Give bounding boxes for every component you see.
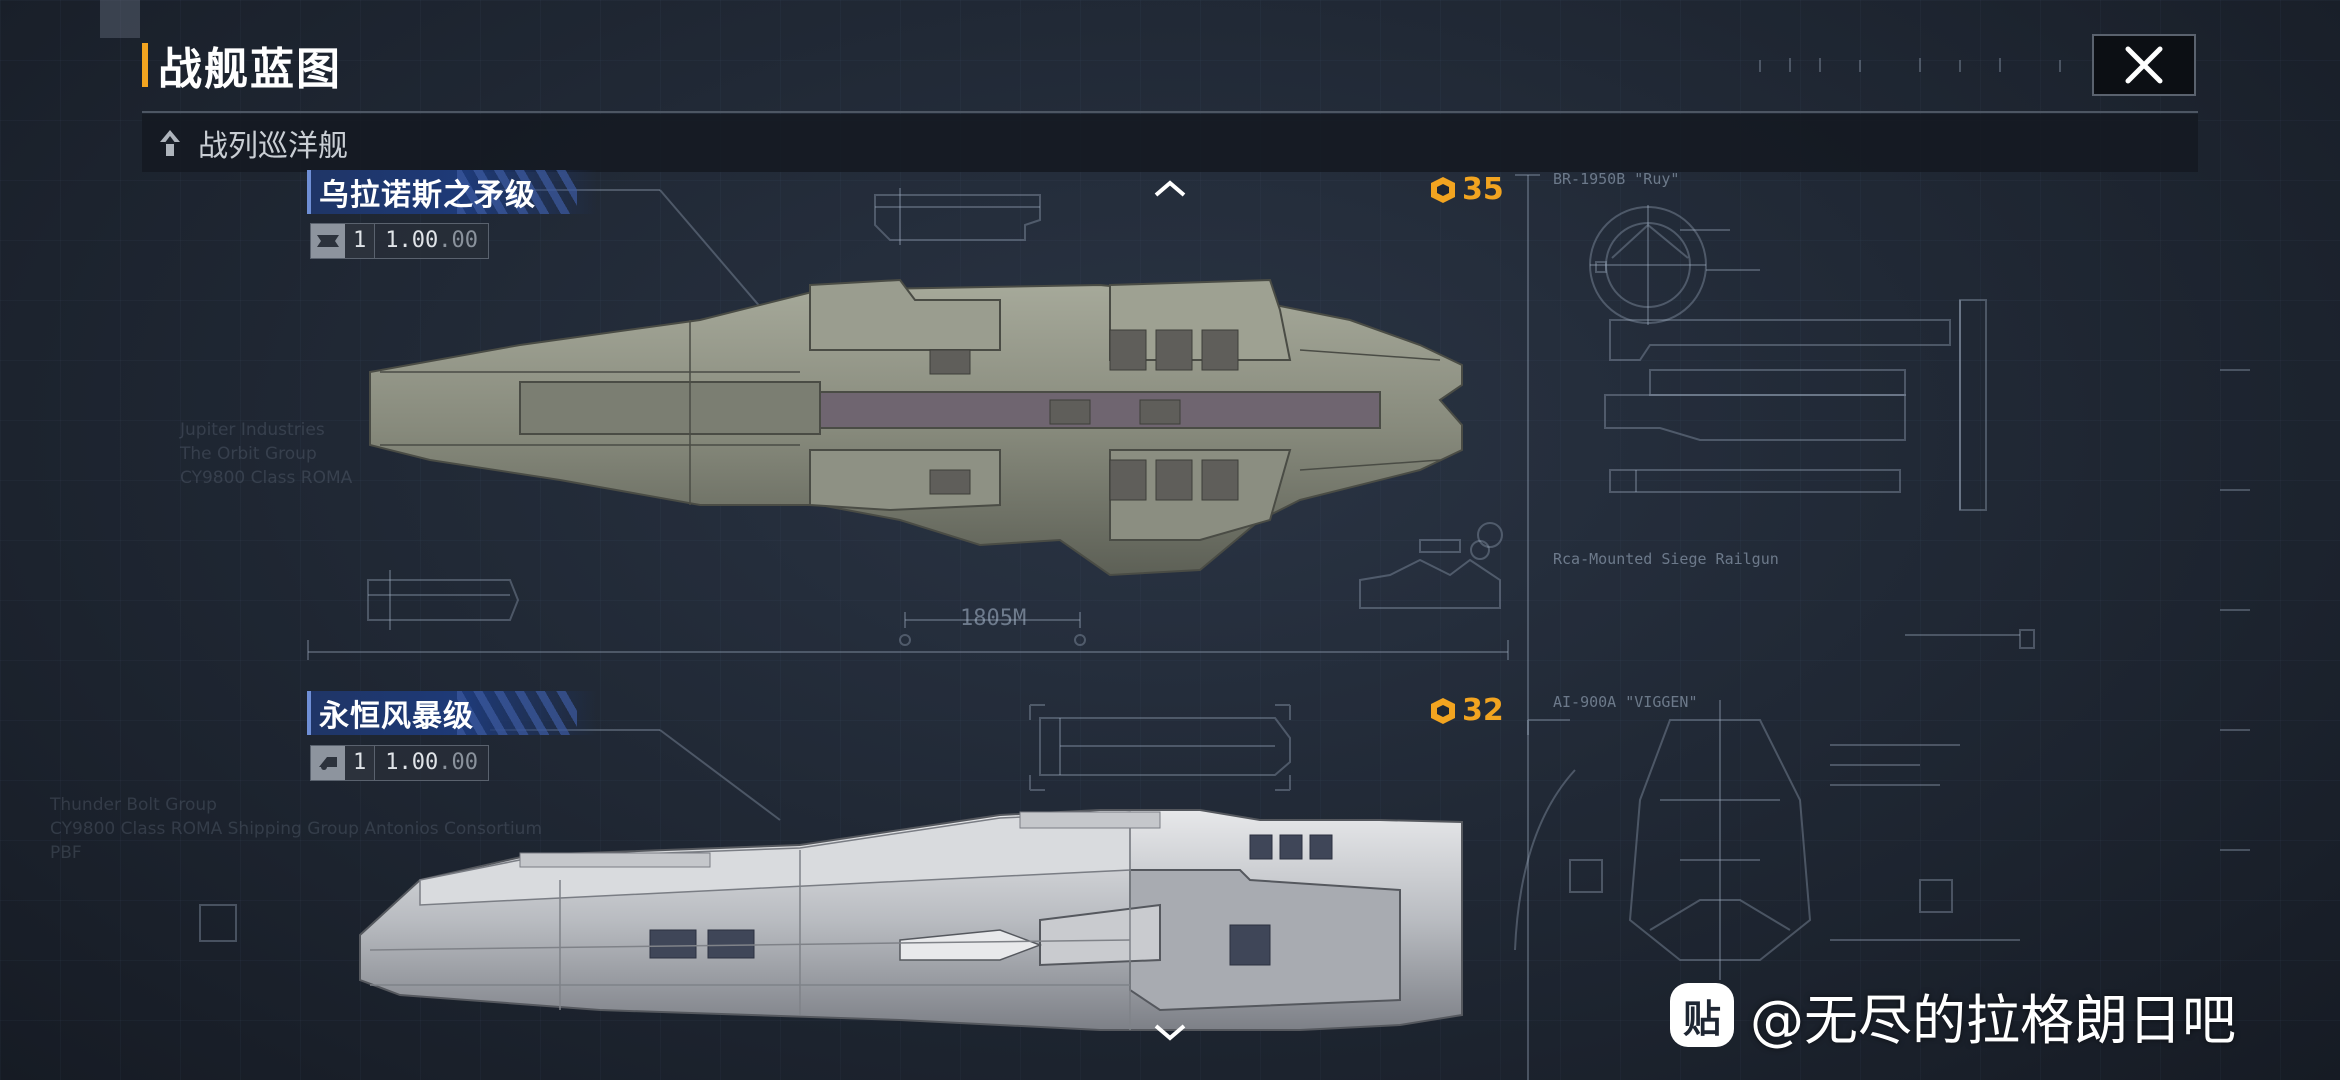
ship1-ratio: 1.00.00	[385, 228, 478, 253]
category-bar[interactable]: 战列巡洋舰	[142, 114, 2198, 172]
ship1-blueprint-code: BR-1950B "Ruy"	[1553, 170, 1680, 188]
resource-crate-icon	[1431, 176, 1455, 203]
ship1-level: 1	[345, 224, 376, 258]
ship-class-icon	[311, 224, 345, 258]
resource-crate-icon	[1431, 697, 1455, 724]
page-header: 战舰蓝图	[142, 40, 342, 95]
ship2-level: 1	[345, 746, 376, 780]
tieba-logo-icon: 贴	[1670, 983, 1734, 1047]
ship2-name-banner: 永恒风暴级	[307, 691, 607, 735]
ship-class-icon	[311, 746, 345, 780]
ship2-ratio: 1.00.00	[385, 750, 478, 775]
scroll-up-button[interactable]	[1150, 176, 1190, 200]
arrow-up-chevron-icon	[156, 127, 184, 159]
tieba-watermark: 贴 @无尽的拉格朗日吧	[1670, 983, 2236, 1052]
ship2-cost-value: 32	[1462, 693, 1504, 728]
chevron-up-icon	[1154, 180, 1186, 197]
ship1-cost-value: 35	[1462, 172, 1504, 207]
ship1-name-banner: 乌拉诺斯之矛级	[307, 170, 607, 214]
ship2-blueprint-code: AI-900A "VIGGEN"	[1553, 693, 1698, 711]
close-icon	[2125, 46, 2163, 84]
scroll-down-button[interactable]	[1150, 1020, 1190, 1044]
close-button[interactable]	[2092, 34, 2196, 96]
chevron-down-icon	[1154, 1024, 1186, 1041]
ship1-stat-chip: 1 1.00.00	[310, 223, 489, 259]
ship1-length-label: 1805M	[960, 606, 1027, 631]
ship1-name: 乌拉诺斯之矛级	[319, 178, 536, 213]
ship1-cost: 35	[1428, 172, 1504, 207]
header-divider	[142, 111, 2198, 113]
ship2-stat-chip: 1 1.00.00	[310, 745, 489, 781]
ship1-weapon-label: Rca-Mounted Siege Railgun	[1553, 550, 1779, 568]
page-title: 战舰蓝图	[158, 44, 342, 95]
watermark-text: @无尽的拉格朗日吧	[1750, 988, 2236, 1052]
ship2-maker-text: Thunder Bolt Group CY9800 Class ROMA Shi…	[50, 795, 543, 863]
ship2-name: 永恒风暴级	[319, 699, 474, 734]
ship1-maker-text: Jupiter Industries The Orbit Group CY980…	[180, 420, 353, 488]
ship2-cost: 32	[1428, 693, 1504, 728]
category-label: 战列巡洋舰	[198, 129, 348, 164]
title-accent-bar	[142, 43, 148, 87]
